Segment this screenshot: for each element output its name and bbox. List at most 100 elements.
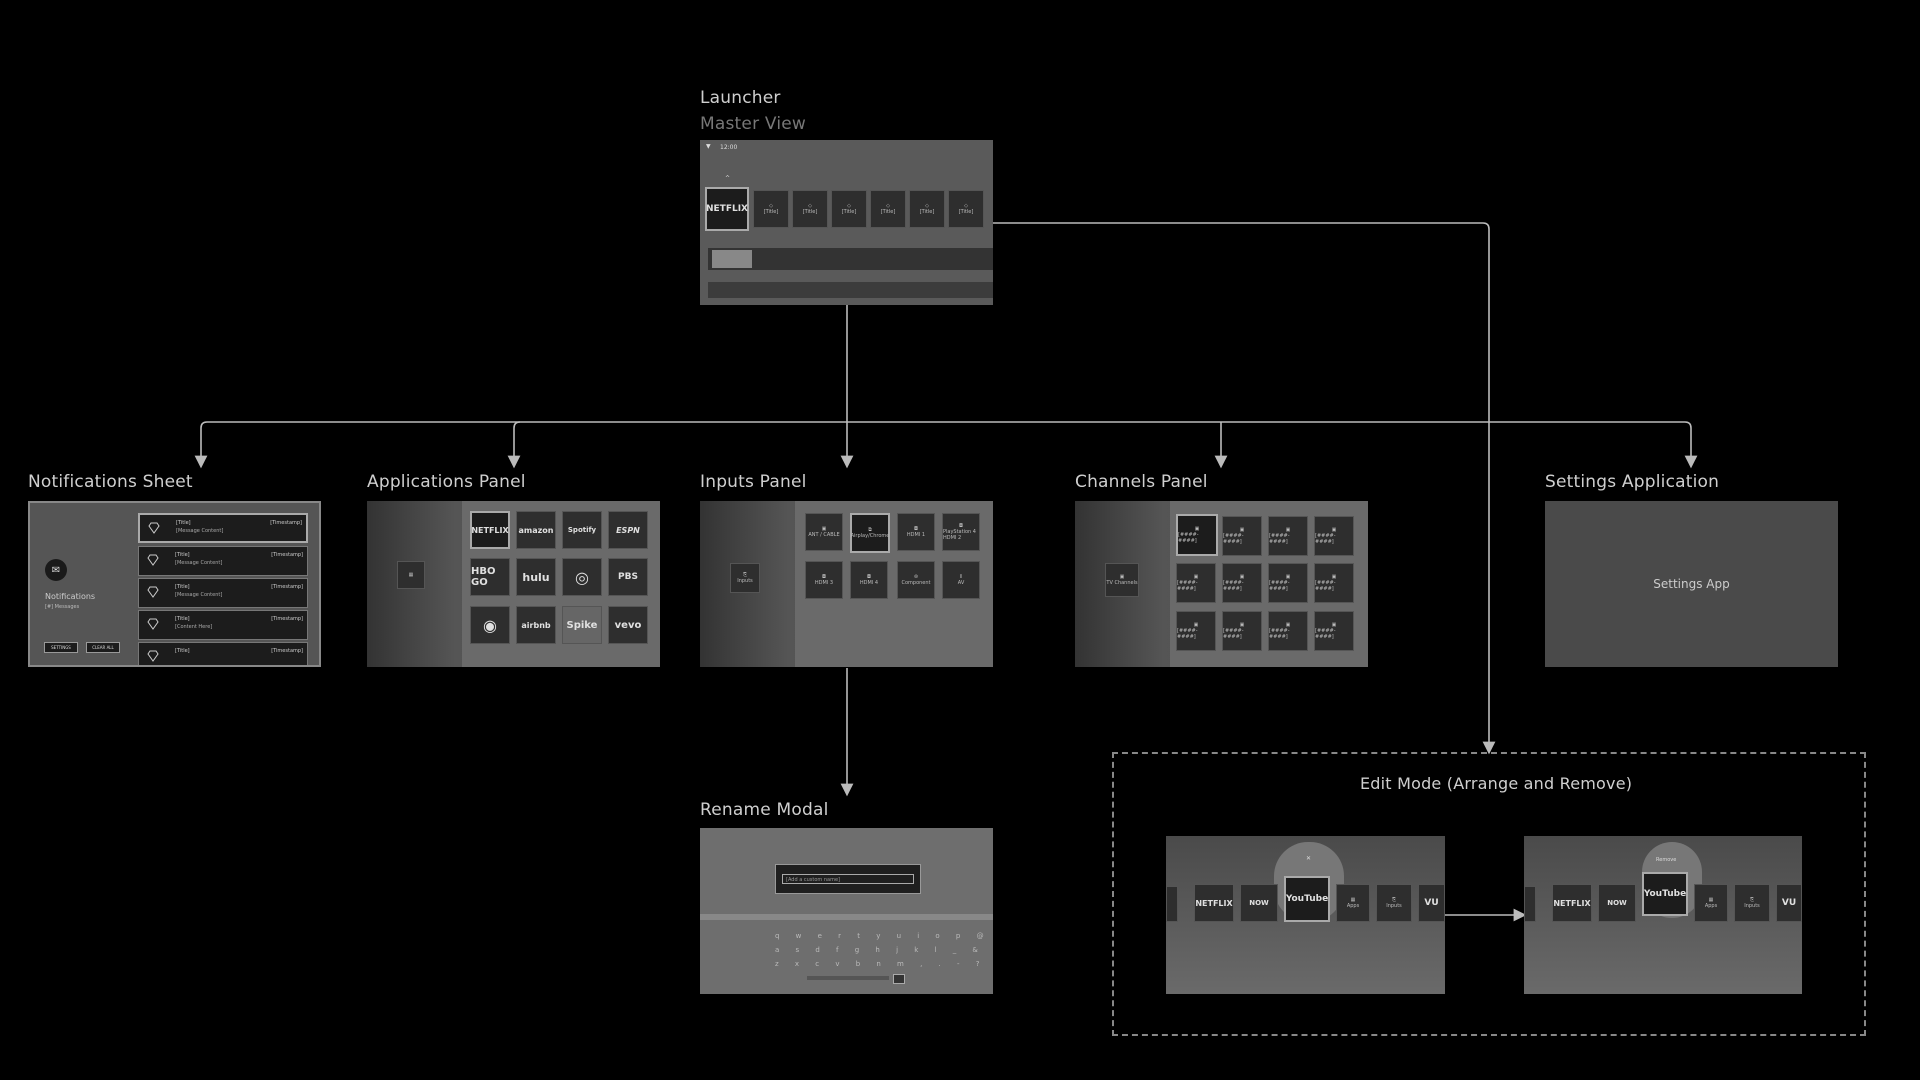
gem-icon: ◇ (925, 203, 929, 209)
settings-button[interactable]: SETTINGS (44, 642, 78, 653)
channels-screen[interactable]: ▣TV Channels ▣[####-####] ▣[####-####] ▣… (1075, 501, 1368, 667)
app-tile[interactable]: Spotify (562, 511, 602, 549)
edit-app-tile[interactable]: NETFLIX (1552, 884, 1592, 922)
notification-timestamp: [Timestamp] (271, 584, 303, 590)
app-tile[interactable]: airbnb (516, 606, 556, 644)
app-tile[interactable]: amazon (516, 511, 556, 549)
edit-app-logo: Apps (1704, 903, 1718, 909)
keyboard-row[interactable]: q w e r t y u i o p @ (775, 932, 991, 940)
keyboard-enter-key[interactable] (893, 974, 905, 984)
app-tile[interactable]: Spike (562, 606, 602, 644)
app-tile[interactable]: vevo (608, 606, 648, 644)
app-tile[interactable]: HBO GO (470, 558, 510, 596)
channel-tile[interactable]: ▣[####-####] (1268, 611, 1308, 651)
edit-app-tile[interactable]: ▦Apps (1694, 884, 1728, 922)
edit-app-tile[interactable]: NOW (1598, 884, 1636, 922)
edit-app-tile-selected[interactable]: YouTube (1642, 872, 1688, 916)
app-tile[interactable]: hulu (516, 558, 556, 596)
input-tile[interactable]: ⧉Airplay/Chrome (850, 513, 890, 553)
input-tile[interactable]: ◘HDMI 4 (850, 561, 888, 599)
keyboard-row[interactable]: z x c v b n m , . - ? (775, 960, 987, 968)
launcher-app-tile[interactable]: ◇[Title] (792, 190, 828, 228)
app-tile[interactable]: ESPN (608, 511, 648, 549)
channel-tile[interactable]: ▣[####-####] (1222, 516, 1262, 556)
rename-screen[interactable]: [Add a custom name] q w e r t y u i o p … (700, 828, 993, 994)
app-tile[interactable]: NETFLIX (470, 511, 510, 549)
launcher-app-tile[interactable]: ◇[Title] (948, 190, 984, 228)
edit-app-tile[interactable]: ⎘Inputs (1376, 884, 1412, 922)
input-tile[interactable]: ⦀AV (942, 561, 980, 599)
settings-label: Settings Application (1545, 472, 1720, 492)
channel-tile[interactable]: ▣[####-####] (1222, 611, 1262, 651)
applications-screen[interactable]: ▦ NETFLIX amazon Spotify ESPN HBO GO hul… (367, 501, 660, 667)
launcher-app-tile[interactable]: ◇[Title] (870, 190, 906, 228)
gem-icon: ◇ (769, 203, 773, 209)
notification-row[interactable]: [Title] [Content Here] [Timestamp] (138, 610, 308, 640)
edit-mode-screen-before[interactable]: ✕ NETFLIX NOW YouTube ▦Apps ⎘Inputs VU (1166, 836, 1445, 994)
channel-tile[interactable]: ▣[####-####] (1268, 516, 1308, 556)
channel-tile[interactable]: ▣[####-####] (1176, 514, 1218, 556)
launcher-app-tile[interactable]: ◇[Title] (909, 190, 945, 228)
apps-side-tile: ▦ (397, 561, 425, 589)
channel-tile[interactable]: ▣[####-####] (1222, 563, 1262, 603)
av-icon: ⦀ (959, 574, 963, 580)
notification-row[interactable]: [Title] [Message Content] [Timestamp] (138, 513, 308, 543)
edit-mode-screen-after[interactable]: Remove NETFLIX NOW YouTube ▦Apps ⎘Inputs… (1524, 836, 1802, 994)
input-tile[interactable]: ⊜Component (897, 561, 935, 599)
input-tile-label: ANT / CABLE (808, 532, 840, 538)
channel-tile-label: [####-####] (1223, 533, 1244, 545)
launcher-app-tile[interactable]: ◇[Title] (831, 190, 867, 228)
app-tile[interactable]: PBS (608, 558, 648, 596)
channel-tile[interactable]: ▣[####-####] (1268, 563, 1308, 603)
edit-app-tile-selected[interactable]: YouTube (1284, 876, 1330, 922)
inputs-screen[interactable]: ⎘Inputs ▣ANT / CABLE ⧉Airplay/Chrome ◘HD… (700, 501, 993, 667)
tv-icon: ▣ (1331, 622, 1337, 628)
notification-row[interactable]: [Title] [Timestamp] (138, 642, 308, 665)
channel-tile[interactable]: ▣[####-####] (1176, 611, 1216, 651)
edit-mode-group (1112, 752, 1866, 1036)
notification-row[interactable]: [Title] [Message Content] [Timestamp] (138, 578, 308, 608)
edit-app-tile[interactable]: NOW (1240, 884, 1278, 922)
launcher-screen[interactable]: ▼ 12:00 ^ NETFLIX ◇[Title] ◇[Title] ◇[Ti… (700, 140, 993, 305)
edit-app-tile[interactable]: ⎘Inputs (1734, 884, 1770, 922)
edit-app-tile[interactable]: NETFLIX (1194, 884, 1234, 922)
tv-icon: ▣ (1194, 526, 1200, 532)
input-tile[interactable]: ◘PlayStation 4 HDMI 2 (942, 513, 980, 551)
channel-tile[interactable]: ▣[####-####] (1314, 611, 1354, 651)
grid-icon: ▦ (1350, 897, 1356, 903)
close-icon[interactable]: ✕ (1306, 855, 1312, 862)
notifications-screen[interactable]: ✉ Notifications [#] Messages SETTINGS CL… (28, 501, 321, 667)
gem-icon (147, 554, 159, 566)
input-tile[interactable]: ◘HDMI 3 (805, 561, 843, 599)
channel-tile[interactable]: ▣[####-####] (1314, 516, 1354, 556)
connector-to-edit-mode (993, 222, 1496, 755)
channel-tile[interactable]: ▣[####-####] (1314, 563, 1354, 603)
hdmi-icon: ◘ (959, 523, 963, 529)
notification-title: [Title] (175, 552, 190, 558)
edit-app-logo: YouTube (1285, 894, 1329, 904)
launcher-netflix-tile[interactable]: NETFLIX (705, 187, 749, 231)
tv-icon: ▣ (1285, 574, 1291, 580)
edit-app-tile[interactable]: ▦Apps (1336, 884, 1370, 922)
input-tile[interactable]: ◘HDMI 1 (897, 513, 935, 551)
rename-input[interactable]: [Add a custom name] (782, 874, 914, 884)
launcher-app-tile[interactable]: ◇[Title] (753, 190, 789, 228)
app-tile[interactable]: ◎ (562, 558, 602, 596)
notification-row[interactable]: [Title] [Message Content] [Timestamp] (138, 546, 308, 576)
app-tile[interactable]: ◉ (470, 606, 510, 644)
channel-tile-label: [####-####] (1177, 628, 1198, 640)
applications-label: Applications Panel (367, 472, 526, 492)
channel-tile[interactable]: ▣[####-####] (1176, 563, 1216, 603)
notifications-heading: Notifications (45, 592, 96, 601)
clear-all-button[interactable]: CLEAR ALL (86, 642, 120, 653)
input-tile[interactable]: ▣ANT / CABLE (805, 513, 843, 551)
keyboard-spacebar[interactable] (807, 976, 889, 980)
channel-tile-label: [####-####] (1269, 580, 1290, 592)
tile-label: [Title] (763, 209, 779, 215)
remove-label[interactable]: Remove (1656, 857, 1677, 863)
keyboard-row[interactable]: a s d f g h j k l _ & (775, 946, 985, 954)
edit-app-tile[interactable]: VU (1418, 884, 1445, 922)
edit-app-tile[interactable]: VU (1776, 884, 1802, 922)
tv-icon: ▣ (1119, 574, 1125, 580)
settings-app-screen[interactable]: Settings App (1545, 501, 1838, 667)
